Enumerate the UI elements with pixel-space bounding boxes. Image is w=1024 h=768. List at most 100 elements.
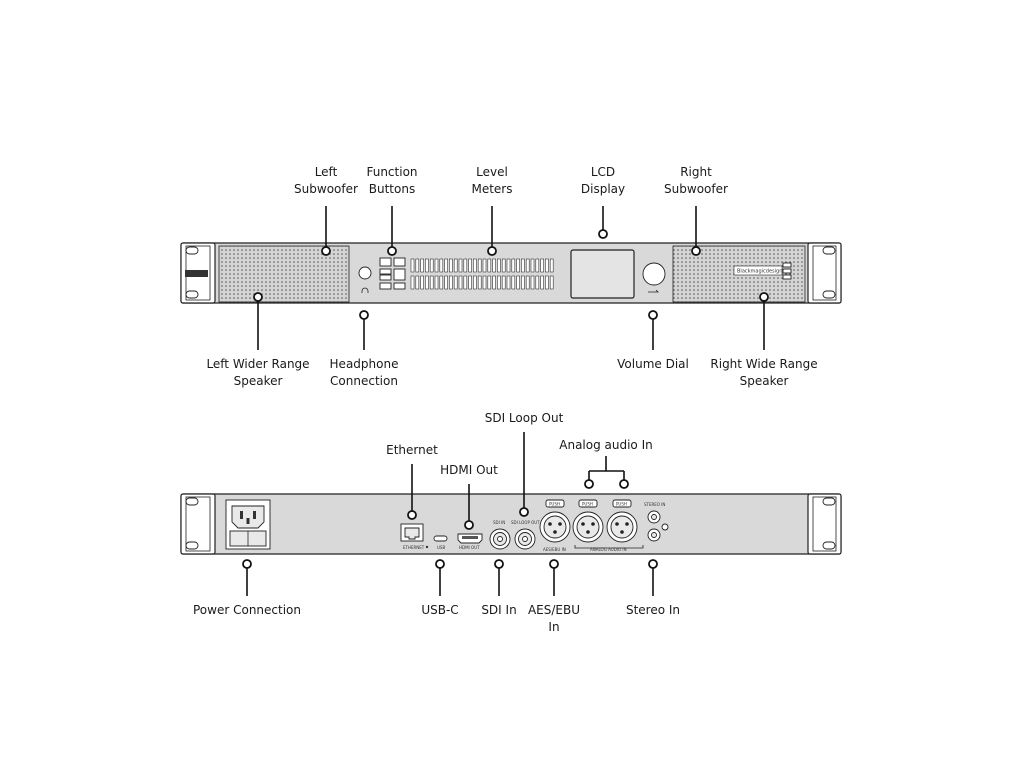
callout-label-right-wide-range-speaker: Speaker <box>740 374 789 388</box>
model-badge <box>185 270 208 277</box>
level-meter-segment <box>439 275 444 290</box>
callout-label-left-wider-range-speaker: Speaker <box>234 374 283 388</box>
mounting-hole <box>185 246 199 255</box>
leader-line <box>588 456 625 480</box>
callout-label-lcd-display: Display <box>581 182 625 196</box>
front-panel: Blackmagicdesign <box>180 242 842 304</box>
analog-marking: ANALOG AUDIO IN <box>590 547 627 552</box>
level-meter-segment <box>463 275 468 290</box>
level-meter-segment <box>477 275 482 290</box>
level-meter-segment <box>525 258 530 273</box>
level-meter-segment <box>487 275 492 290</box>
callout-label-ethernet: Ethernet <box>386 443 438 457</box>
push-tab-label: PUSH <box>549 502 560 507</box>
callout-label-level-meters: Meters <box>471 182 512 196</box>
callout-label-level-meters: Level <box>476 165 508 179</box>
level-meter-segment <box>425 275 429 290</box>
callout-label-analog-audio-in: Analog audio In <box>559 438 653 452</box>
mounting-hole <box>822 541 836 550</box>
mounting-hole <box>185 541 199 550</box>
callout-marker-dot <box>759 292 769 302</box>
level-meter-segment <box>449 275 453 290</box>
level-meter-segment <box>521 275 525 290</box>
mounting-hole <box>822 497 836 506</box>
level-meter-segment <box>458 258 463 273</box>
level-meter-segment <box>473 258 477 273</box>
callout-label-function-buttons: Buttons <box>369 182 415 196</box>
volume-dial-knob <box>642 262 666 286</box>
function-button <box>379 257 392 267</box>
callout-marker-dot <box>242 559 252 569</box>
hdmi-marking: HDMI OUT <box>459 545 480 550</box>
callout-sdi-in: SDI In <box>481 559 517 617</box>
callout-marker-dot <box>519 507 529 517</box>
power-inlet-icon <box>225 499 271 550</box>
level-meter-segment <box>439 258 444 273</box>
level-meter-segment <box>530 275 535 290</box>
callout-label-usb-c: USB-C <box>421 603 458 617</box>
level-meter-segment <box>487 258 492 273</box>
stereo-marking: STEREO IN <box>644 502 665 507</box>
callout-label-stereo-in: Stereo In <box>626 603 680 617</box>
level-meter-segment <box>521 258 525 273</box>
callout-marker-dot <box>464 520 474 530</box>
callout-volume-dial: Volume Dial <box>617 310 689 371</box>
callout-ethernet: Ethernet <box>386 443 438 520</box>
callout-label-left-wider-range-speaker: Left Wider Range <box>206 357 309 371</box>
level-meter-segment <box>463 258 468 273</box>
mounting-hole <box>185 290 199 299</box>
level-meter-segment <box>506 258 511 273</box>
level-meter-segment <box>530 258 535 273</box>
callout-stereo-in: Stereo In <box>626 559 680 617</box>
callout-marker-dot <box>487 246 497 256</box>
function-button <box>393 282 406 290</box>
function-button <box>379 274 392 281</box>
callout-power-connection: Power Connection <box>193 559 301 617</box>
sdi-loop-marking: SDI LOOP OUT <box>511 520 540 525</box>
callout-label-right-subwoofer: Subwoofer <box>664 182 728 196</box>
mounting-hole <box>185 497 199 506</box>
callout-label-aes-ebu-in: AES/EBU <box>528 603 580 617</box>
callout-label-power-connection: Power Connection <box>193 603 301 617</box>
function-button <box>379 282 392 290</box>
level-meter-segment <box>482 275 487 290</box>
level-meter-segment <box>497 275 501 290</box>
level-meter-segment <box>420 275 424 290</box>
level-meter-segment <box>549 275 554 290</box>
callout-sdi-loop-out: SDI Loop Out <box>485 411 564 517</box>
callout-marker-dot <box>648 559 658 569</box>
level-meter-segment <box>545 258 549 273</box>
function-button <box>393 268 406 281</box>
hdmi-port-icon: HDMI OUT <box>457 533 483 550</box>
logo-block <box>782 262 792 268</box>
logo-block <box>782 268 792 274</box>
level-meter-segment <box>516 275 520 290</box>
callout-marker-dot <box>407 510 417 520</box>
aes-marking: AES/EBU IN <box>543 547 566 552</box>
level-meter-segment <box>434 258 439 273</box>
callout-marker-dot <box>435 559 445 569</box>
analog-in-right-xlr-icon: PUSH <box>606 499 638 543</box>
level-meter-segment <box>501 275 506 290</box>
level-meter-segment <box>410 258 415 273</box>
level-meter-segment <box>497 258 501 273</box>
callout-marker-dot <box>691 246 701 256</box>
callout-label-headphone-connection: Connection <box>330 374 398 388</box>
function-buttons-group <box>379 257 406 290</box>
push-tab-label: PUSH <box>582 502 593 507</box>
usb-marking: USB <box>437 545 445 550</box>
callout-label-left-subwoofer: Subwoofer <box>294 182 358 196</box>
stereo-in-rca-icon: STEREO IN <box>644 502 669 542</box>
callout-marker-dot <box>359 310 369 320</box>
usb-c-port-icon: USB <box>433 535 448 550</box>
analog-in-left-xlr-icon: PUSH <box>572 499 604 543</box>
mounting-hole <box>822 290 836 299</box>
callout-marker-dot <box>598 229 608 239</box>
level-meter-segment <box>449 258 453 273</box>
callout-label-right-wide-range-speaker: Right Wide Range <box>710 357 817 371</box>
